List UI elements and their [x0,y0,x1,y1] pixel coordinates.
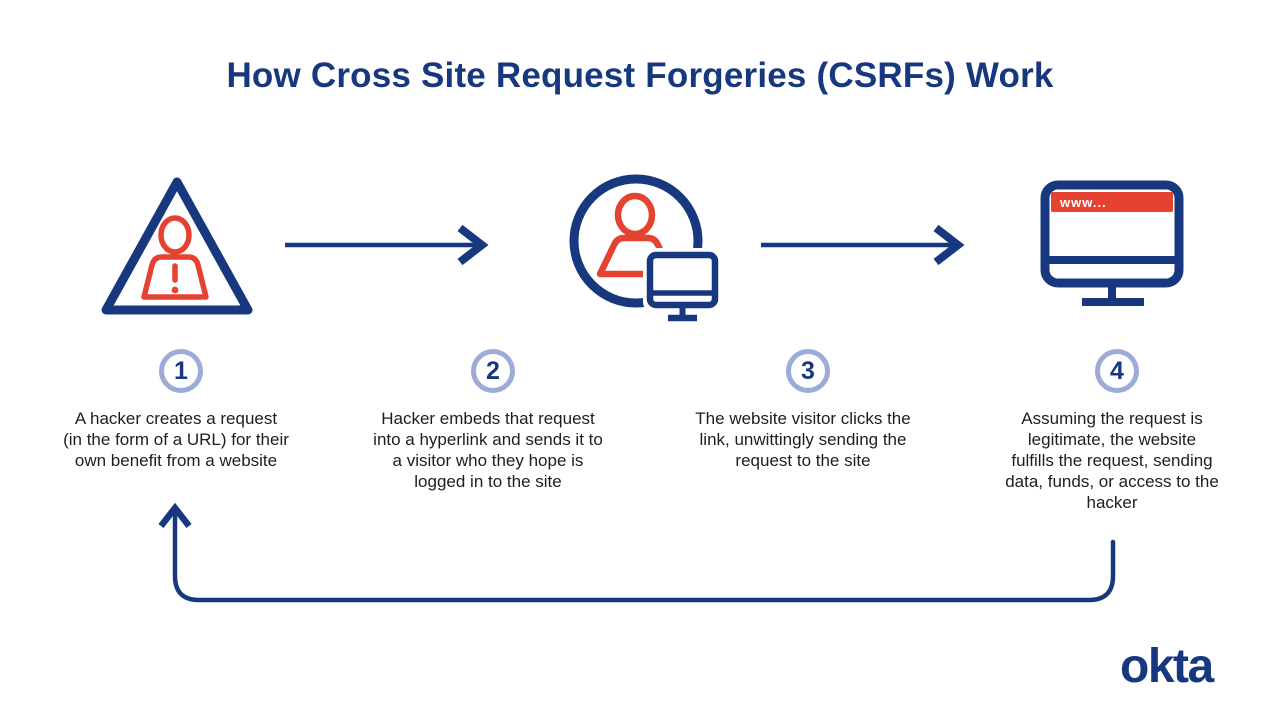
arrow-right-icon [758,222,970,268]
step-1-number-badge: 1 [159,349,203,393]
loop-arrow-head [158,502,192,528]
arrow-head [457,224,489,266]
step-1-number: 1 [174,356,188,385]
step-1-description: A hacker creates a request (in the form … [63,409,289,470]
step-3-number-badge: 3 [786,349,830,393]
website-browser-icon: www... [1040,180,1188,310]
visitor-at-computer-svg [569,174,723,322]
step-3-description: The website visitor clicks the link, unw… [695,409,911,470]
arrow-right-icon [282,222,494,268]
address-bar-label: www... [1059,195,1107,210]
address-bar [1051,192,1173,212]
hacker-warning-triangle-icon [98,175,256,317]
visitor-body [596,234,675,278]
step-3-number: 3 [801,356,815,385]
flow-arrow-2-svg [761,224,965,266]
step-2-description: Hacker embeds that request into a hyperl… [373,409,603,491]
website-browser-svg: www... [1040,180,1184,306]
step-2-number-badge: 2 [471,349,515,393]
visitor-head [614,192,656,238]
step-4-number-badge: 4 [1095,349,1139,393]
arrow-head [933,224,965,266]
monitor-halo [643,248,723,312]
flow-arrow-1-svg [285,224,489,266]
visitor-circle-outline [569,174,703,308]
step-2-number: 2 [486,356,500,385]
loop-back-arrow-icon [150,496,1140,608]
hacker-body [141,254,209,300]
visitor-at-computer-icon [558,172,736,330]
step-4-number: 4 [1110,356,1124,385]
okta-logo: okta [1120,640,1214,693]
page-title: How Cross Site Request Forgeries (CSRFs)… [226,56,1054,95]
hacker-head [158,215,192,255]
loop-arrow-path [172,509,1116,603]
exclamation-dot [171,286,179,294]
loop-back-arrow-svg [158,502,1116,603]
step-4-description: Assuming the request is legitimate, the … [1005,409,1219,512]
warning-triangle-outline [101,177,253,315]
hacker-warning-triangle-svg [101,177,253,315]
